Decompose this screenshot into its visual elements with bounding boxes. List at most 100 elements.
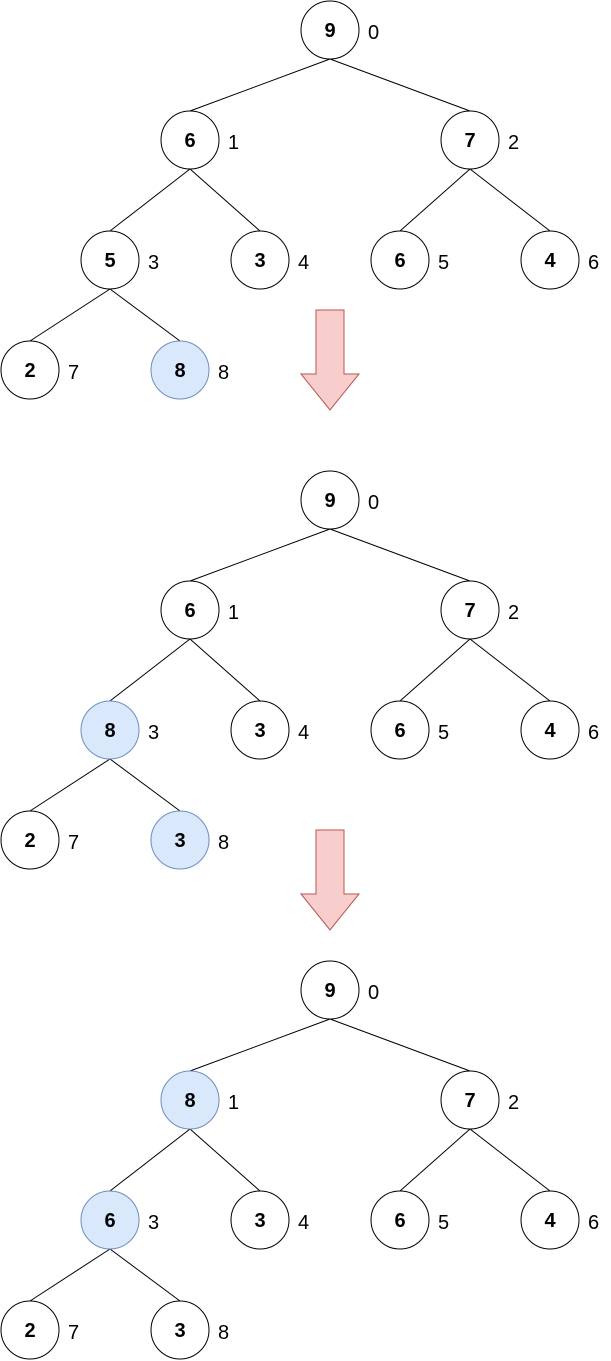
node-circle bbox=[160, 580, 220, 640]
node-value: 3 bbox=[174, 1320, 185, 1342]
node-value: 4 bbox=[544, 720, 556, 742]
tree-edge bbox=[189, 1018, 331, 1072]
node-value: 9 bbox=[324, 490, 335, 512]
node-circle bbox=[150, 1300, 210, 1360]
node-index-label: 4 bbox=[298, 722, 309, 744]
tree-edge bbox=[109, 638, 191, 702]
node-value: 5 bbox=[104, 250, 115, 272]
node-circle bbox=[230, 230, 290, 290]
node-circle bbox=[230, 700, 290, 760]
tree-edge bbox=[109, 1128, 191, 1192]
highlighted-node-circle bbox=[150, 810, 210, 870]
tree-edge bbox=[109, 288, 181, 342]
node-value: 6 bbox=[184, 130, 195, 152]
tree-edge bbox=[469, 638, 551, 702]
node-index-label: 8 bbox=[218, 362, 229, 384]
node-circle bbox=[440, 1070, 500, 1130]
node-index-label: 1 bbox=[228, 132, 239, 154]
node-circle bbox=[440, 110, 500, 170]
node-circle bbox=[520, 230, 580, 290]
node-index-label: 8 bbox=[218, 1322, 229, 1344]
node-index-label: 3 bbox=[148, 1212, 159, 1234]
node-value: 4 bbox=[544, 250, 556, 272]
tree-edge bbox=[329, 58, 471, 112]
node-circle bbox=[440, 580, 500, 640]
node-value: 3 bbox=[254, 1210, 265, 1232]
node-index-label: 3 bbox=[148, 252, 159, 274]
highlighted-node-circle bbox=[160, 1070, 220, 1130]
tree-edge bbox=[189, 528, 331, 582]
node-index-label: 0 bbox=[368, 982, 379, 1004]
node-value: 7 bbox=[464, 600, 475, 622]
tree-edge bbox=[109, 758, 181, 812]
node-value: 3 bbox=[254, 250, 265, 272]
node-circle bbox=[300, 470, 360, 530]
node-value: 3 bbox=[254, 720, 265, 742]
node-value: 6 bbox=[104, 1210, 115, 1232]
node-circle bbox=[300, 960, 360, 1020]
node-index-label: 5 bbox=[438, 1212, 449, 1234]
node-index-label: 7 bbox=[68, 362, 79, 384]
node-circle bbox=[520, 700, 580, 760]
node-circle bbox=[520, 1190, 580, 1250]
tree-edge bbox=[469, 168, 551, 232]
tree-edge bbox=[469, 1128, 551, 1192]
node-circle bbox=[0, 340, 60, 400]
tree-edge bbox=[29, 288, 111, 342]
node-index-label: 2 bbox=[508, 1092, 519, 1114]
node-circle bbox=[370, 230, 430, 290]
node-index-label: 6 bbox=[588, 1212, 599, 1234]
highlighted-node-circle bbox=[150, 340, 210, 400]
node-value: 3 bbox=[174, 830, 185, 852]
node-value: 4 bbox=[544, 1210, 556, 1232]
node-circle bbox=[300, 0, 360, 60]
node-index-label: 4 bbox=[298, 252, 309, 274]
node-index-label: 8 bbox=[218, 832, 229, 854]
node-index-label: 6 bbox=[588, 722, 599, 744]
tree-edge bbox=[29, 1248, 111, 1302]
node-circle bbox=[0, 810, 60, 870]
tree-edge bbox=[399, 168, 471, 232]
node-index-label: 7 bbox=[68, 1322, 79, 1344]
node-index-label: 0 bbox=[368, 492, 379, 514]
tree-edge bbox=[109, 1248, 181, 1302]
node-value: 6 bbox=[394, 720, 405, 742]
node-circle bbox=[370, 700, 430, 760]
node-circle bbox=[80, 230, 140, 290]
node-value: 8 bbox=[104, 720, 115, 742]
node-index-label: 4 bbox=[298, 1212, 309, 1234]
node-index-label: 0 bbox=[368, 22, 379, 44]
tree-edge bbox=[109, 168, 191, 232]
node-value: 7 bbox=[464, 130, 475, 152]
node-index-label: 1 bbox=[228, 602, 239, 624]
node-index-label: 3 bbox=[148, 722, 159, 744]
node-index-label: 7 bbox=[68, 832, 79, 854]
